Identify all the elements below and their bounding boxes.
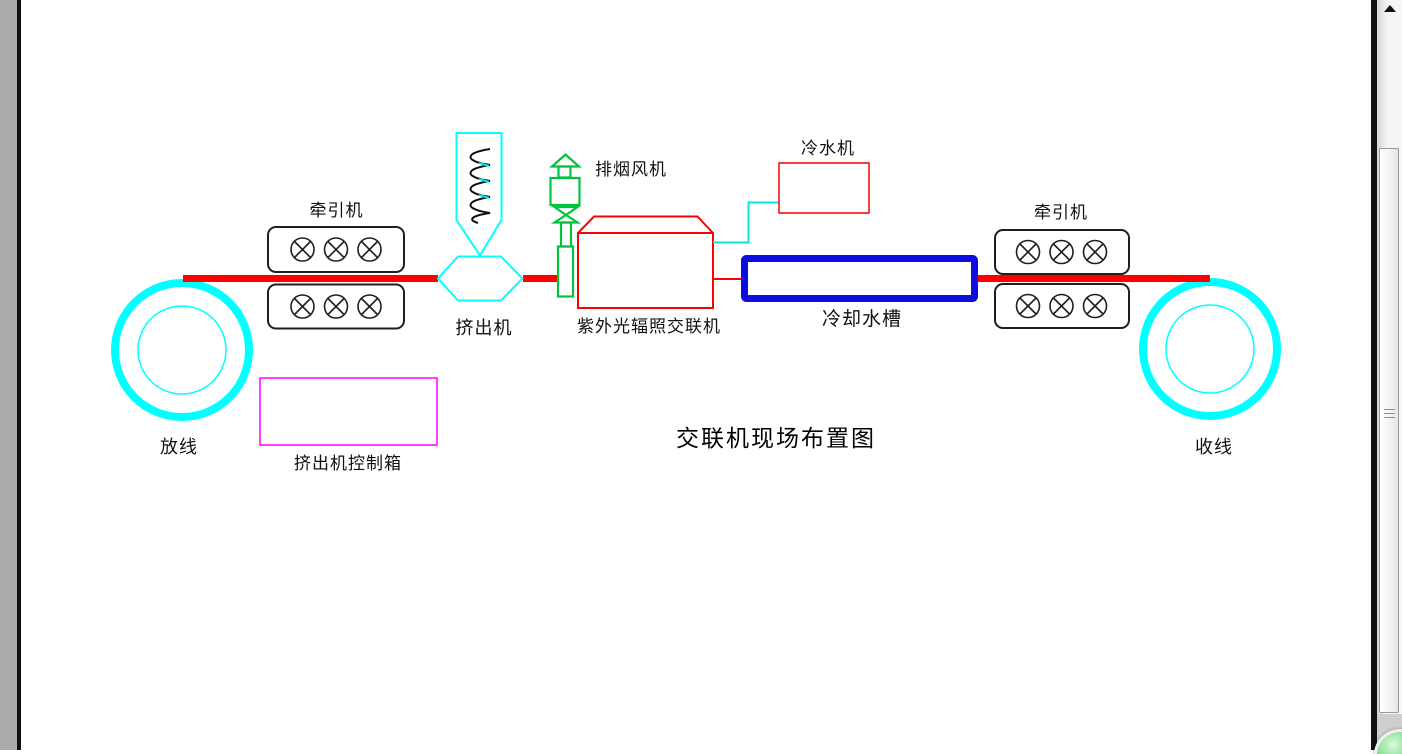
fan-neck bbox=[557, 165, 572, 179]
extruder-control-box-label: 挤出机控制箱 bbox=[294, 454, 402, 474]
bottom-edge-strip bbox=[0, 750, 1402, 754]
page-border-left bbox=[17, 0, 21, 750]
exhaust-fan-label: 排烟风机 bbox=[595, 160, 667, 180]
payoff-reel-label: 放线 bbox=[160, 437, 198, 458]
scroll-up-arrow-icon[interactable] bbox=[1384, 5, 1396, 12]
vertical-scrollbar-thumb[interactable] bbox=[1379, 148, 1399, 713]
chiller-label: 冷水机 bbox=[801, 139, 855, 159]
cooling-tank-label: 冷却水槽 bbox=[821, 308, 903, 330]
takeup-reel-outer bbox=[1139, 278, 1281, 420]
uv-machine-front bbox=[577, 232, 714, 309]
scrollbar-grip-icon bbox=[1384, 409, 1395, 421]
screw-highlight bbox=[478, 162, 490, 167]
extruder-body-hexagon bbox=[436, 255, 524, 302]
chiller-pipe bbox=[713, 201, 779, 244]
cooling-tank bbox=[741, 255, 978, 302]
screw-highlight bbox=[478, 178, 490, 183]
fan-duct-narrow bbox=[559, 221, 573, 248]
left-margin-strip bbox=[0, 0, 17, 750]
takeup-reel-inner bbox=[1165, 304, 1255, 394]
fan-valve-lower bbox=[550, 213, 582, 224]
fan-box bbox=[549, 176, 581, 207]
extruder-control-box bbox=[259, 377, 438, 446]
chiller-box bbox=[778, 162, 870, 214]
fan-valve-upper bbox=[550, 205, 582, 217]
traction-left-label: 牵引机 bbox=[309, 201, 364, 221]
extruder-screw-spring-icon bbox=[469, 148, 491, 224]
fan-roof bbox=[549, 153, 582, 168]
exhaust-fan-assembly bbox=[549, 153, 582, 298]
uv-machine-top bbox=[577, 215, 714, 234]
traction-right-label: 牵引机 bbox=[1034, 203, 1088, 223]
takeup-reel-label: 收线 bbox=[1195, 437, 1233, 458]
payoff-reel-outer bbox=[111, 279, 253, 421]
extruder-label: 挤出机 bbox=[455, 318, 513, 339]
uv-machine-label: 紫外光辐照交联机 bbox=[577, 317, 721, 337]
payoff-reel-inner bbox=[137, 305, 227, 395]
fan-duct-wide bbox=[556, 245, 575, 298]
diagram-title: 交联机现场布置图 bbox=[676, 426, 876, 452]
extruder-hopper bbox=[455, 132, 503, 258]
page-border-right bbox=[1371, 0, 1377, 754]
screw-highlight bbox=[478, 194, 490, 199]
